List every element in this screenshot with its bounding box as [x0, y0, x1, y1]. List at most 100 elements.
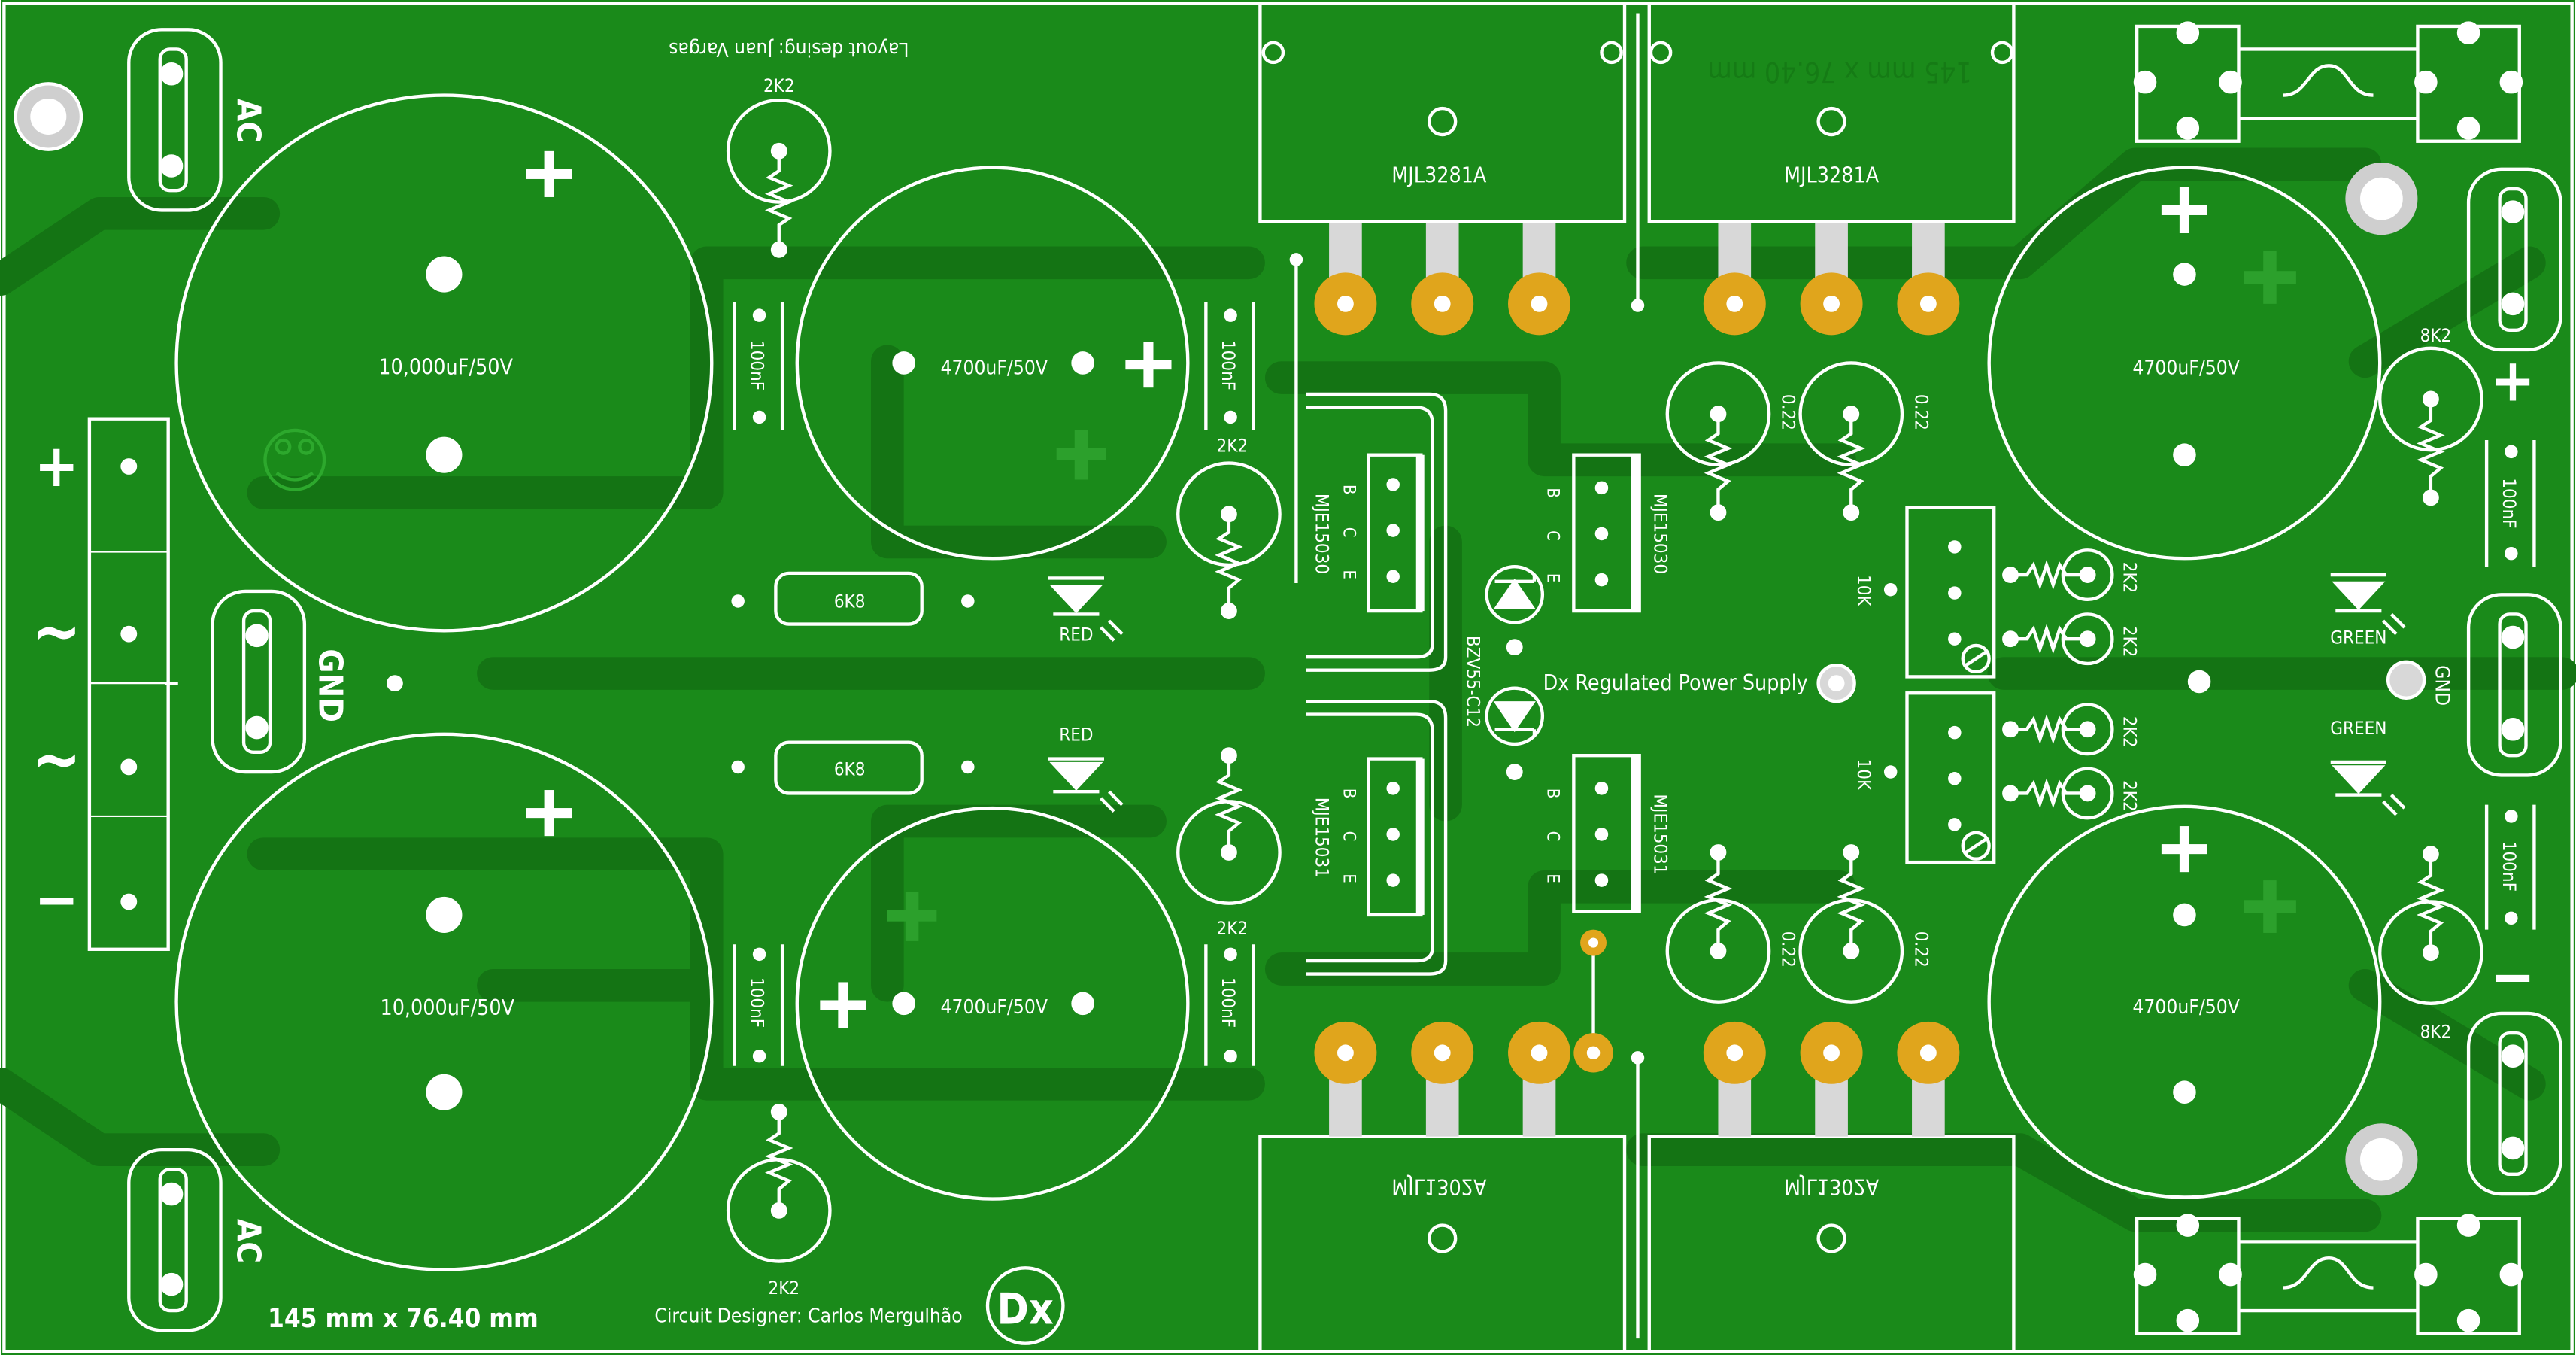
layout-credit: Layout desing: Juan Vargas: [669, 38, 909, 60]
ac-label-bottom: AC: [229, 1219, 267, 1263]
cap-100nf-right-bottom: [2484, 804, 2536, 930]
board-title: Dx Regulated Power Supply: [1543, 670, 1808, 695]
ac-connector-top: [127, 28, 223, 212]
cap-100nf-mid-bottom-label: 100nF: [1218, 977, 1239, 1028]
resistor-6k8-top-label: 6K8: [834, 591, 866, 612]
trimmer-10k-top-label: 10K: [1853, 575, 1874, 606]
cap-100nf-right-top-label: 100nF: [2499, 478, 2520, 528]
power-transistor-top-2: [1647, 2, 2016, 336]
zener-diode-bottom: [1485, 686, 1545, 780]
resistor-8k2-bottom-label: 8K2: [2420, 1022, 2452, 1043]
filter-cap-top-label: 10,000uF/50V: [378, 355, 513, 380]
gnd-connector-left: [211, 589, 307, 774]
cap-100nf-right-top: [2484, 440, 2536, 567]
gnd-via-left: [387, 675, 403, 692]
terminal-tilde-1: ~: [32, 593, 81, 670]
pin-e-3: E: [1543, 573, 1561, 582]
resistor-2k2-bottom-left: [726, 1103, 832, 1263]
frog-logo-icon: [263, 428, 326, 491]
resistor-8k2-top: [2378, 346, 2483, 506]
cap-100nf-mid-top: [1204, 302, 1255, 430]
pin-b-1: B: [1340, 485, 1358, 494]
cap-100nf-left-bottom: [733, 944, 784, 1066]
zener-diode-top: [1485, 564, 1545, 656]
resistor-2k2-h-group: [2002, 548, 2114, 820]
dx-logo: Dx: [985, 1266, 1065, 1345]
cap-100nf-right-bottom-label: 100nF: [2499, 841, 2520, 892]
led-green-top-label: GREEN: [2330, 627, 2386, 649]
pin-e-4: E: [1543, 873, 1561, 883]
terminal-tilde-2: ~: [32, 721, 81, 798]
resistor-2k2-mid-bottom: [1176, 747, 1282, 905]
resistor-2k2-top-left-label: 2K2: [763, 75, 795, 96]
power-transistor-bottom-2-label: MJL1302A: [1784, 1174, 1880, 1199]
output-connector-top: [2466, 167, 2562, 352]
filter-cap-bottom: [174, 732, 714, 1271]
ac-label-top: AC: [229, 99, 267, 143]
board-size-label: 145 mm x 76.40 mm: [268, 1304, 539, 1334]
resistor-022-bottom-2-label: 0.22: [1910, 931, 1931, 968]
pin-e-1: E: [1340, 570, 1358, 579]
output-connector-bottom: [2466, 1011, 2562, 1196]
resistor-2k2-mid-top: [1176, 461, 1282, 620]
resistor-6k8-top: [731, 571, 975, 626]
dx-logo-text: Dx: [997, 1285, 1054, 1335]
gnd-label-right: GND: [2430, 665, 2453, 706]
driver-mje15031-right: [1572, 754, 1641, 913]
output-plus-label: +: [2490, 346, 2535, 415]
driver-mje15030-right-label: MJE15030: [1649, 494, 1670, 574]
resistor-022-top-1-label: 0.22: [1778, 394, 1799, 430]
driver-mje15030-right: [1572, 453, 1641, 613]
cap-100nf-left-bottom-label: 100nF: [747, 977, 768, 1028]
trimmer-10k-bottom-label: 10K: [1853, 759, 1874, 791]
resistor-022-bottom-1: [1665, 844, 1771, 1004]
led-red-top-label: RED: [1059, 624, 1093, 645]
pin-b-2: B: [1340, 788, 1358, 798]
led-red-bottom: [1048, 757, 1124, 813]
heatsink-top: [1306, 392, 1448, 672]
output-cap-top: [1987, 166, 2382, 561]
pin-b-3: B: [1543, 488, 1561, 497]
fuse-holder-top: [2133, 21, 2523, 143]
pin-c-3: C: [1543, 530, 1561, 541]
power-transistor-bottom-1: [1258, 1021, 1627, 1353]
cap-4700-left-top-label: 4700uF/50V: [941, 357, 1048, 380]
gnd-label-left: GND: [311, 649, 350, 722]
pin-b-4: B: [1543, 788, 1561, 798]
terminal-plus: +: [35, 431, 79, 500]
led-green-top: [2330, 573, 2406, 636]
resistor-022-top-2: [1798, 361, 1904, 521]
output-cap-bottom-label: 4700uF/50V: [2132, 996, 2239, 1019]
output-cap-top-label: 4700uF/50V: [2132, 357, 2239, 380]
pin-c-4: C: [1543, 831, 1561, 842]
resistor-2k2-h2-label: 2K2: [2119, 626, 2141, 658]
resistor-2k2-mid-top-label: 2K2: [1216, 435, 1248, 456]
resistor-8k2-bottom: [2378, 846, 2483, 1006]
terminal-minus: −: [35, 864, 79, 934]
circuit-designer-label: Circuit Designer: Carlos Mergulhão: [654, 1305, 962, 1327]
right-center-via: [2187, 670, 2211, 694]
fuse-holder-bottom: [2133, 1214, 2523, 1335]
driver-mje15031-right-label: MJE15031: [1649, 794, 1670, 874]
resistor-2k2-h4-label: 2K2: [2119, 780, 2141, 812]
trimmer-10k-bottom: [1883, 691, 1996, 864]
power-transistor-top-1-label: MJL3281A: [1391, 163, 1487, 187]
led-red-top: [1048, 576, 1124, 642]
filter-cap-top: [174, 93, 714, 633]
driver-mje15030-left-label: MJE15030: [1312, 494, 1333, 574]
filter-cap-bottom-label: 10,000uF/50V: [380, 995, 514, 1020]
output-connector-gnd: [2466, 593, 2562, 777]
resistor-022-top-1: [1665, 361, 1771, 521]
power-transistor-top-2-label: MJL3281A: [1784, 163, 1880, 187]
resistor-022-bottom-2: [1798, 844, 1904, 1004]
trimmer-10k-top: [1883, 506, 1996, 679]
driver-mje15030-left: [1367, 453, 1425, 613]
led-red-bottom-label: RED: [1059, 725, 1093, 746]
zener-label: BZV55-C12: [1462, 636, 1483, 728]
output-cap-bottom: [1987, 804, 2382, 1199]
power-transistor-top-1: [1258, 2, 1627, 336]
power-transistor-bottom-2: [1647, 1021, 2016, 1353]
resistor-2k2-bottom-left-label: 2K2: [768, 1278, 800, 1299]
pin-c-2: C: [1340, 831, 1358, 842]
